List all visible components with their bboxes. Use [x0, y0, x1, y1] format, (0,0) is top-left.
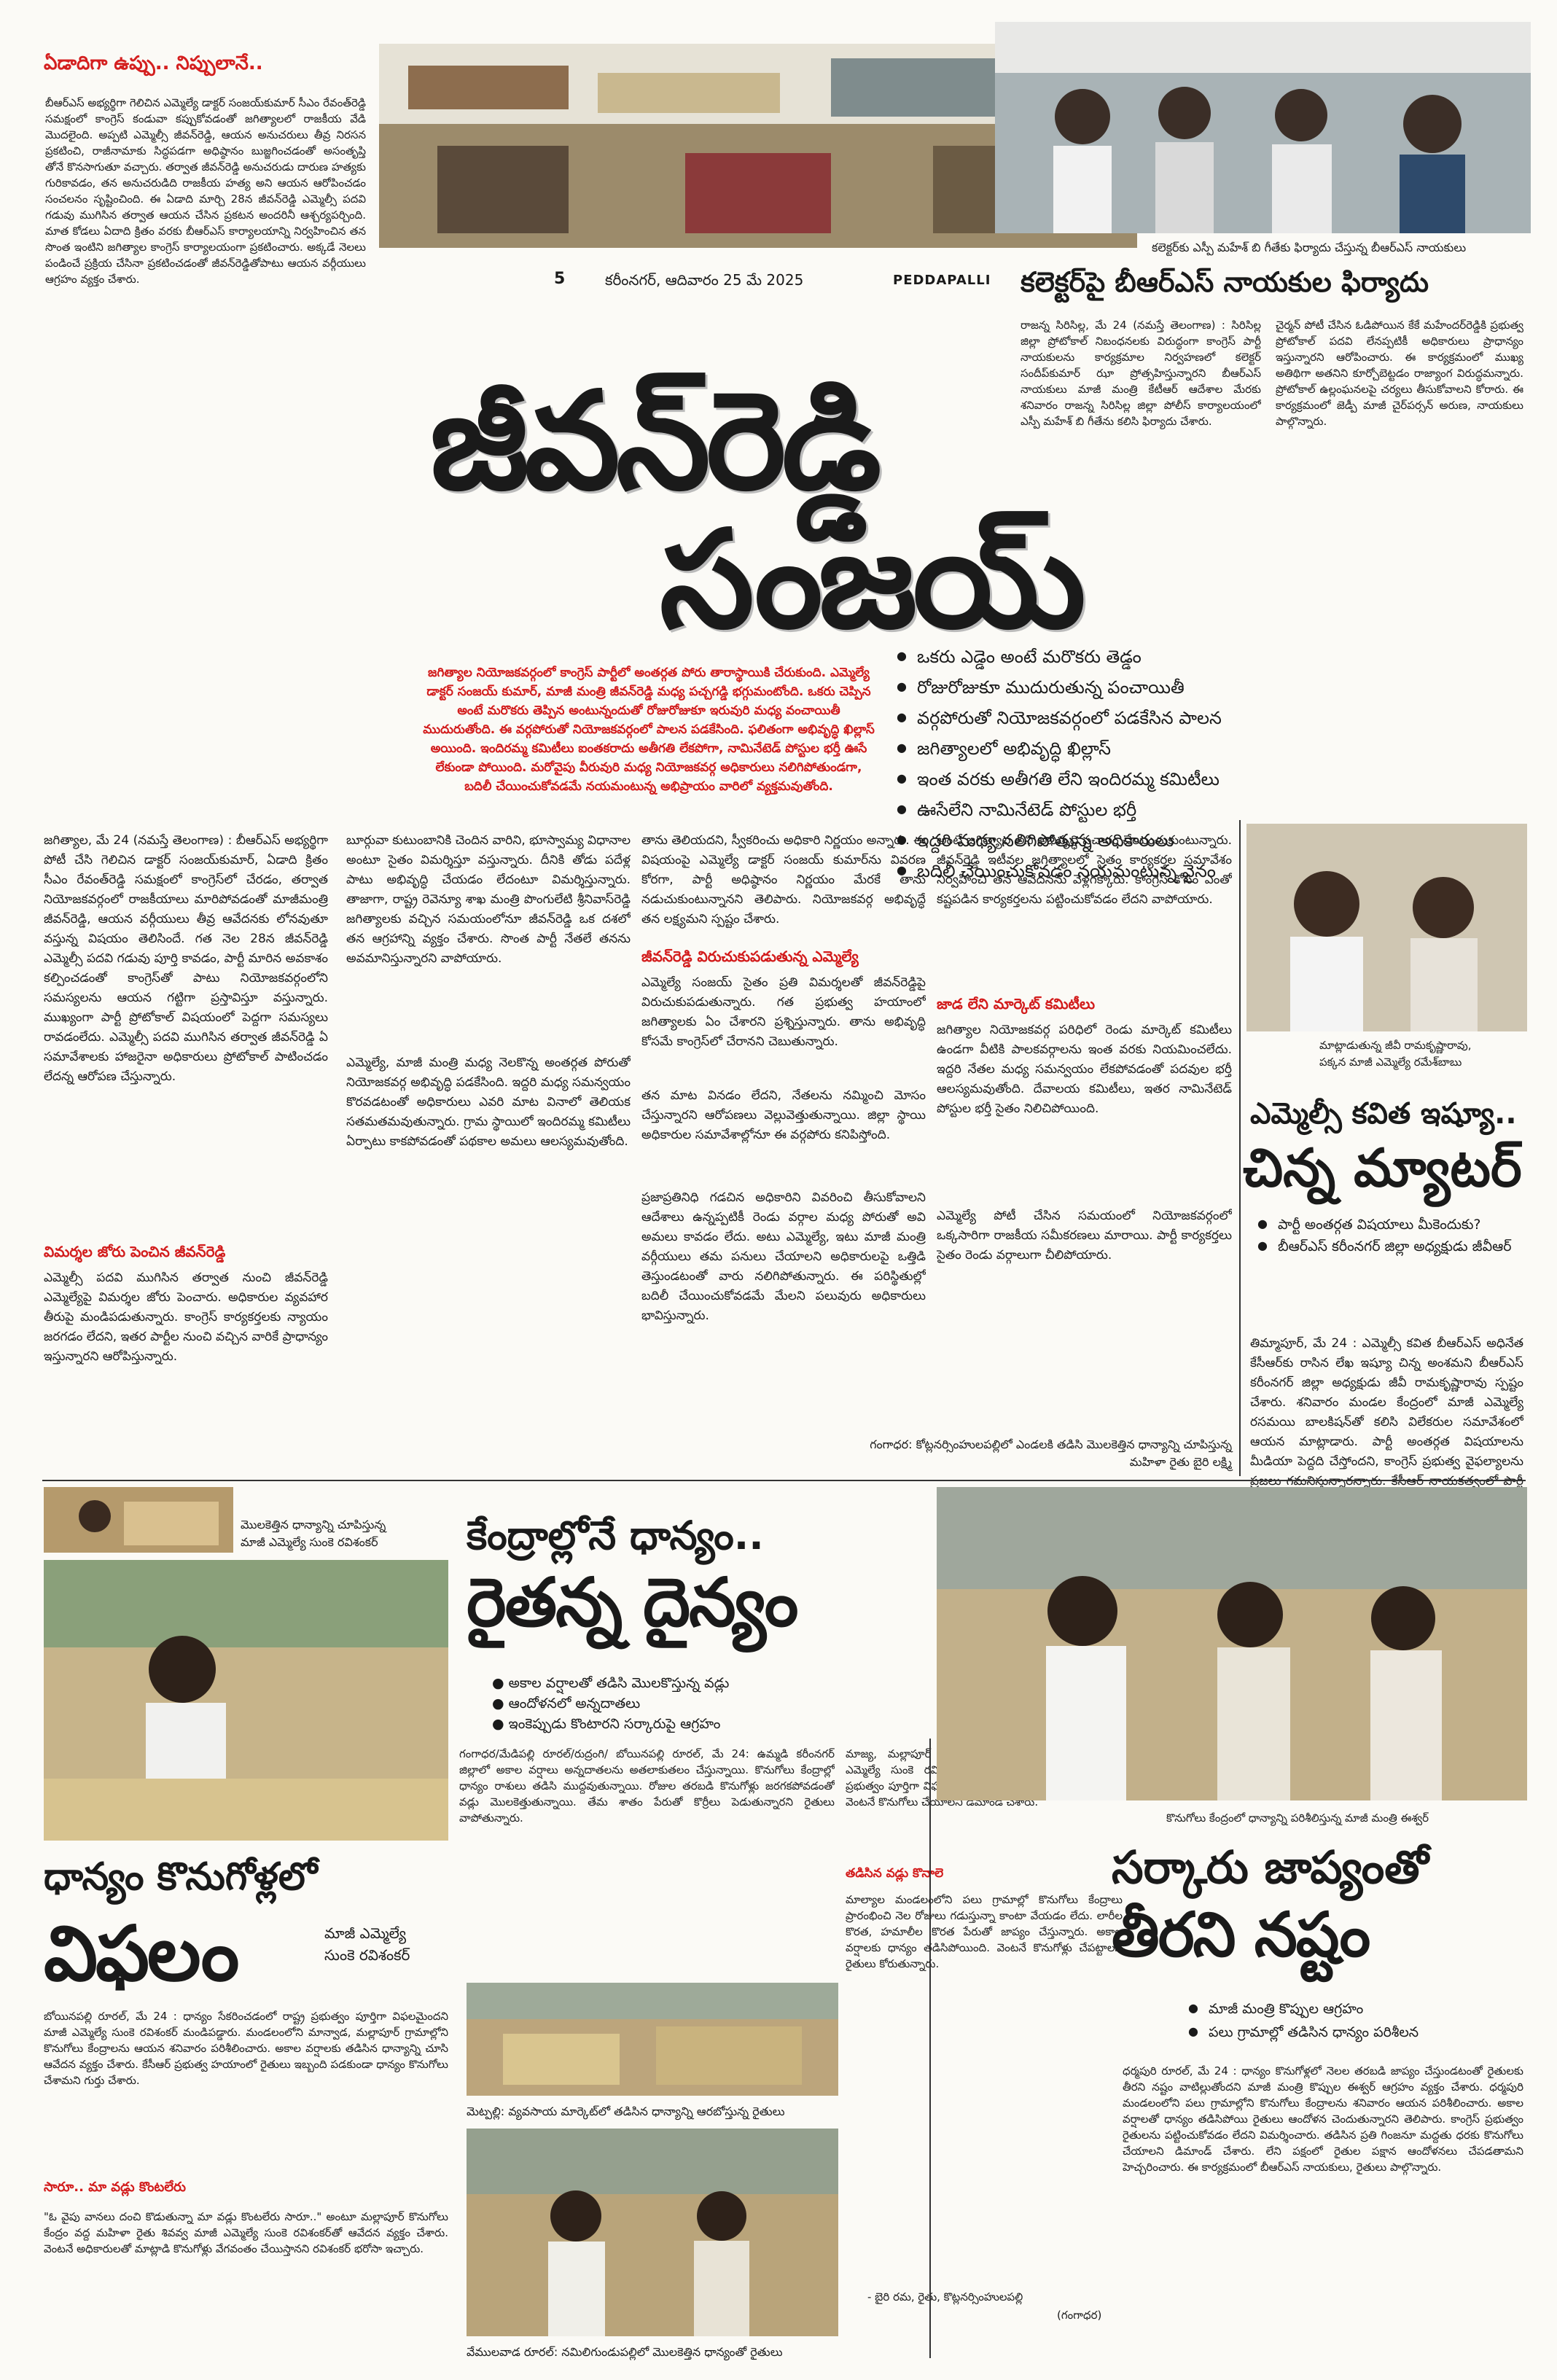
story1-kicker: ఏడాదిగా ఉప్పు.. నిప్పులానే..: [44, 52, 263, 74]
main-subhead-1: విమర్శల జోరు పెంచిన జీవన్‌రెడ్డి: [44, 1243, 226, 1260]
photo2-caption: మెట్పల్లి: వ్యవసాయ మార్కెట్‌లో తడిసిన ధా…: [467, 2104, 785, 2118]
main-col-3: ప్రజాప్రతినిధి గడచిన అధికారిని వివరించి …: [641, 1190, 926, 1323]
collector-body-left: రాజన్న సిరిసిల్ల, మే 24 (నమస్తే తెలంగాణ)…: [1021, 319, 1261, 428]
kavitha-photo: [1246, 824, 1527, 1031]
main-col-2: బూర్గువా కుటుంబానికి చెందిన వారిని, భూస్…: [346, 833, 631, 966]
grain-col-1: గంగాధర/మేడిపల్లి రూరల్/రుద్రంగి/ బోయినపల…: [459, 1747, 835, 1825]
nashtam-body: ధర్మపురి రూరల్, మే 24 : ధాన్యం కొనుగోళ్ల…: [1123, 2064, 1523, 2174]
grain-photo-caption-1: మొలకెత్తిన ధాన్యాన్ని చూపిస్తున్న: [241, 1518, 386, 1532]
grain-headline-1: కేంద్రాల్లోనే ధాన్యం..: [467, 1513, 764, 1558]
grain-byline: - బైరి రమ, రైతు, కొట్లనర్సింహులపల్లి: [867, 2290, 1023, 2303]
column-divider: [1239, 820, 1241, 1476]
collector-kicker: కలెక్టర్‌కు ఎస్పీ మహేశ్ బి గీతేకు ఫిర్యా…: [1152, 241, 1467, 254]
nashtam-point: మాజీ మంత్రి కొప్పుల ఆగ్రహం: [1188, 1997, 1509, 2021]
section-divider: [42, 1480, 1526, 1481]
vifalam-body: బోయినపల్లి రూరల్, మే 24 : ధాన్యం సేకరించ…: [44, 2010, 448, 2087]
edition-name: PEDDAPALLI: [893, 273, 991, 288]
main-headline-2: సంజయ్: [660, 501, 1086, 658]
date-line: కరీంనగర్, ఆదివారం 25 మే 2025: [605, 271, 804, 289]
nashtam-points-list: మాజీ మంత్రి కొప్పుల ఆగ్రహం పలు గ్రామాల్ల…: [1188, 1997, 1509, 2044]
grain-photo-3: [467, 2129, 838, 2336]
main-point: బదిలీ చేయించుకోవడం నయమంటున్న వైనం: [897, 855, 1246, 886]
grain-photo-2: [467, 1983, 838, 2096]
main-point: రోజురోజుకూ ముదురుతున్న పంచాయితీ: [897, 671, 1246, 703]
collector-photo: [995, 22, 1531, 233]
main-point: ఇద్దరి మధ్య నలిగిపోతున్న అధికారులు: [897, 824, 1246, 856]
main-point: ఒకరు ఎడ్డెం అంటే మరొకరు తెడ్డం: [897, 641, 1246, 672]
main-col-5: అంటే జగిత్యాల అని అభివృద్ధి ప్రచారం చేయి…: [937, 833, 1232, 907]
main-point: వర్గపోరుతో నియోజకవర్గంలో పడకేసిన పాలన: [897, 702, 1246, 733]
collector-headline: కలెక్టర్‌పై బీఆర్ఎస్ నాయకుల ఫిర్యాదు: [1021, 266, 1429, 298]
vifalam-subhead: సారూ.. మా వడ్లు కొంటలేరు: [44, 2180, 186, 2195]
vifalam-byline-2: సుంకె రవిశంకర్: [324, 1946, 410, 1964]
photo3-caption: వేములవాడ రూరల్: నమిలిగుండుపల్లిలో మొలకెత…: [467, 2345, 783, 2359]
main-intro: జగిత్యాల నియోజకవర్గంలో కాంగ్రెస్ పార్టీల…: [423, 666, 875, 794]
grain-inset-photo: [44, 1487, 233, 1553]
story1-body: బీఆర్ఎస్ అభ్యర్థిగా గెలిచిన ఎమ్మెల్యే డా…: [45, 96, 366, 286]
main-col-5c: ఎమ్మెల్యే పోటీ చేసిన సమయంలో నియోజకవర్గంల…: [937, 1209, 1232, 1263]
nashtam-headline-2: తీరని నష్టం: [1112, 1899, 1370, 1970]
kavitha-headline-2: చిన్న మ్యాటర్: [1243, 1137, 1522, 1198]
grain-point: ● ఆందోళనలో అన్నదాతలు: [492, 1696, 641, 1712]
main-subhead-3: జాడ లేని మార్కెట్ కమిటీలు: [937, 995, 1096, 1013]
grain-photo-caption-2: మాజీ ఎమ్మెల్యే సుంకె రవిశంకర్: [241, 1535, 378, 1549]
spacer: [1137, 1549, 1138, 1550]
main-point: ఊసేలేని నామినేటెడ్ పోస్టుల భర్తీ: [897, 794, 1246, 825]
main-col-5b: జగిత్యాల నియోజకవర్గ పరిధిలో రెండు మార్కె…: [937, 1023, 1232, 1116]
vifalam-byline-1: మాజీ ఎమ్మెల్యే: [324, 1924, 406, 1942]
grain-point: ● ఇంకెప్పుడు కొంటారని సర్కారుపై ఆగ్రహం: [492, 1716, 721, 1732]
grain-headline-2: రైతన్న దైన్యం: [467, 1564, 798, 1642]
grain-points-list: ● అకాల వర్షాలతో తడిసి మొలకొస్తున్న వడ్లు…: [492, 1673, 900, 1734]
kavitha-kicker-1: మాట్లాడుతున్న జీవీ రామకృష్ణారావు,: [1319, 1039, 1472, 1052]
collector-body-right: చైర్మన్ పోటీ చేసిన ఓడిపోయిన కేకే మహేందర్…: [1276, 319, 1523, 428]
vifalam-headline-2: విఫలం: [44, 1909, 239, 1998]
main-col-4b: ఎమ్మెల్యే సంజయ్ సైతం ప్రతి విమర్శలతో జీవ…: [641, 975, 926, 1049]
main-col-2b: ఎమ్మెల్యే, మాజీ మంత్రి మధ్య నెలకొన్న అంత…: [346, 1056, 631, 1149]
page-number: 5: [554, 270, 566, 288]
kavitha-point: పార్టీ అంతర్గత విషయాలు మీకెందుకు?: [1257, 1213, 1520, 1236]
main-point: ఇంత వరకు అతీగతి లేని ఇందిరమ్మ కమిటీలు: [897, 763, 1246, 795]
grain-point: ● అకాల వర్షాలతో తడిసి మొలకొస్తున్న వడ్లు: [492, 1675, 730, 1691]
kavitha-kicker-2: పక్కన మాజీ ఎమ్మెల్యే రమేశ్‌బాబు: [1319, 1056, 1462, 1069]
nashtam-kicker: కొనుగోలు కేంద్రంలో ధాన్యాన్ని పరిశీలిస్త…: [1166, 1811, 1429, 1825]
kavitha-point: బీఆర్ఎస్ కరీంనగర్ జిల్లా అధ్యక్షుడు జీవీ…: [1257, 1235, 1520, 1257]
grain-place: (గంగాధర): [1057, 2309, 1102, 2322]
main-col-1: జగిత్యాల, మే 24 (నమస్తే తెలంగాణ) : బీఆర్…: [44, 833, 328, 1084]
main-col-4: తాను తెలియదని, స్వీకరించు అధికారి నిర్ణయ…: [641, 833, 926, 926]
kavitha-points-list: పార్టీ అంతర్గత విషయాలు మీకెందుకు? బీఆర్ఎ…: [1257, 1213, 1520, 1257]
main-point: జగిత్యాలలో అభివృద్ధి ఖిల్లాస్: [897, 733, 1246, 764]
main-col-4c: తన మాట వినడం లేదని, నేతలను నమ్మించి మోసం…: [641, 1088, 926, 1142]
vifalam-headline-1: ధాన్యం కొనుగోళ్లలో: [44, 1855, 318, 1899]
grain-col-3: మాల్యాల మండలంలోని పలు గ్రామాల్లో కొనుగోల…: [846, 1893, 1123, 1970]
kavitha-headline-1: ఎమ్మెల్సీ కవిత ఇష్యూ..: [1250, 1097, 1517, 1131]
nashtam-point: పలు గ్రామాల్లో తడిసిన ధాన్యం పరిశీలన: [1188, 2020, 1509, 2044]
column-divider: [929, 1739, 931, 2358]
main-col-1b: ఎమ్మెల్సీ పదవి ముగిసిన తర్వాత నుంచి జీవన…: [44, 1271, 328, 1364]
main-headline-1: జీవన్‌రెడ్డి: [430, 362, 881, 520]
main-points-list: ఒకరు ఎడ్డెం అంటే మరొకరు తెడ్డం రోజురోజుక…: [897, 641, 1246, 886]
vifalam-body-2: "ఓ వైపు వానలు దంచి కొడుతున్నా మా వడ్లు క…: [44, 2210, 448, 2255]
nashtam-headline-1: సర్కారు జాప్యంతో: [1112, 1841, 1429, 1894]
grain-subhead: తడిసిన వడ్లు కొనాలె: [846, 1866, 944, 1881]
main-subhead-2: జీవన్‌రెడ్డి విరుచుకుపడుతున్న ఎమ్మెల్యే: [641, 948, 859, 965]
nashtam-photo: [937, 1487, 1527, 1800]
photo1-caption: గంగాధర: కోట్లనర్సింహులపల్లిలో ఎండలకి తడి…: [870, 1437, 1232, 1469]
kavitha-body: తిమ్మాపూర్, మే 24 : ఎమ్మెల్సీ కవిత బీఆర్…: [1250, 1336, 1523, 1548]
grain-photo-1: [44, 1560, 448, 1841]
